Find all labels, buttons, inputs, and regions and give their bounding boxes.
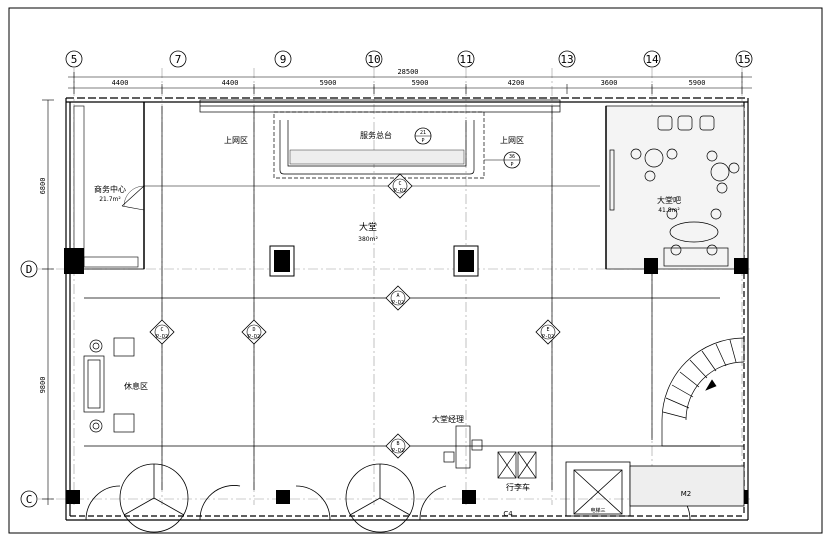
business-center-room	[69, 101, 600, 270]
axis-bubble-5: 5	[65, 50, 83, 68]
internet-area-right-label: 上网区	[500, 136, 524, 145]
dim-10-11: 5900	[412, 79, 429, 87]
svg-text:36: 36	[509, 154, 515, 160]
axis-bubble-10: 10	[365, 50, 383, 68]
door-m2-label: M2	[681, 490, 692, 498]
svg-text:P-D2: P-D2	[248, 334, 260, 340]
top-dimensions	[68, 72, 752, 94]
dim-left-lower: 9800	[39, 377, 47, 394]
elevation-marker-e: E P-D2	[535, 319, 561, 345]
drawing-frame	[8, 7, 823, 534]
elevation-marker-b: B P-D2	[385, 433, 411, 459]
lobby-label: 大堂	[359, 221, 377, 233]
svg-text:E: E	[546, 327, 549, 333]
svg-text:7: 7	[175, 53, 182, 66]
elevation-marker-c-left: C P-D2	[149, 319, 175, 345]
business-center-area: 21.7m²	[99, 196, 121, 203]
dim-7-9: 4400	[222, 79, 239, 87]
section-marker: 36 P	[484, 151, 521, 169]
svg-text:P: P	[421, 138, 424, 144]
svg-text:A: A	[396, 293, 399, 299]
service-desk-label: 服务总台	[360, 130, 392, 140]
dim-13-14: 3600	[601, 79, 618, 87]
door-c4-label: C4	[503, 510, 513, 518]
axis-bubble-15: 15	[735, 50, 753, 68]
svg-text:P-D2: P-D2	[156, 334, 168, 340]
elevation-marker-d: D P-D2	[241, 319, 267, 345]
dim-5-7: 4400	[112, 79, 129, 87]
svg-text:9: 9	[280, 53, 287, 66]
dim-9-10: 5900	[320, 79, 337, 87]
lobby-bar-area: 41.8m²	[658, 207, 680, 214]
svg-text:5: 5	[71, 53, 78, 66]
svg-text:C: C	[26, 493, 33, 506]
desk-detail-marker: 21 P	[414, 127, 432, 145]
left-dimensions	[42, 99, 54, 505]
elevation-marker-a: A P-D2	[385, 285, 411, 311]
left-axis-bubbles: D C	[20, 260, 38, 508]
business-center-label: 商务中心	[94, 184, 126, 194]
elevator-label: 电梯三	[590, 507, 605, 514]
svg-text:D: D	[252, 327, 255, 333]
svg-text:C: C	[160, 327, 163, 333]
overall-dimension: 28500	[397, 68, 418, 76]
svg-text:P-D2: P-D2	[392, 448, 404, 454]
svg-text:P-D2: P-D2	[394, 188, 406, 194]
svg-text:B: B	[396, 441, 399, 447]
lobby-area: 380m²	[358, 236, 378, 243]
luggage-cart-label: 行李车	[506, 482, 530, 492]
svg-text:11: 11	[459, 53, 472, 66]
axis-bubble-D: D	[20, 260, 38, 278]
axis-bubble-13: 13	[558, 50, 576, 68]
svg-text:P-D2: P-D2	[542, 334, 554, 340]
lobby-bar-label: 大堂吧	[657, 195, 681, 205]
structural-columns	[64, 245, 748, 504]
segment-dimensions: 4400 4400 5900 5900 4200 3600 5900	[112, 79, 706, 87]
lobby-manager-label: 大堂经理	[432, 414, 464, 424]
elevator-shaft	[565, 461, 745, 517]
spiral-staircase	[661, 337, 745, 447]
svg-text:13: 13	[560, 53, 573, 66]
svg-text:14: 14	[645, 53, 659, 66]
axis-bubble-C: C	[20, 490, 38, 508]
svg-text:D: D	[26, 263, 33, 276]
svg-text:P: P	[510, 162, 513, 168]
svg-text:15: 15	[737, 53, 750, 66]
revolving-doors	[85, 463, 691, 533]
svg-text:C: C	[398, 181, 401, 187]
axis-bubble-7: 7	[169, 50, 187, 68]
luggage-carts	[497, 451, 537, 479]
internet-area-left-label: 上网区	[224, 136, 248, 145]
dim-14-15: 5900	[689, 79, 706, 87]
lounge-furniture	[83, 337, 135, 433]
service-desk	[199, 99, 561, 179]
elevation-marker-c-top: C P-D2	[387, 173, 413, 199]
lounge-label: 休息区	[124, 381, 148, 391]
axis-bubble-14: 14	[643, 50, 661, 68]
svg-text:10: 10	[367, 53, 380, 66]
svg-text:21: 21	[420, 130, 426, 136]
lobby-bar-room	[605, 105, 745, 270]
lobby-manager-desk	[443, 425, 483, 469]
dim-11-13: 4200	[508, 79, 525, 87]
axis-bubble-9: 9	[274, 50, 292, 68]
dim-left-upper: 6800	[39, 178, 47, 195]
axis-bubble-11: 11	[457, 50, 475, 68]
svg-text:P-D2: P-D2	[392, 300, 404, 306]
top-axis-bubbles: 5 7 9 10 11 13 14 15	[65, 50, 753, 68]
